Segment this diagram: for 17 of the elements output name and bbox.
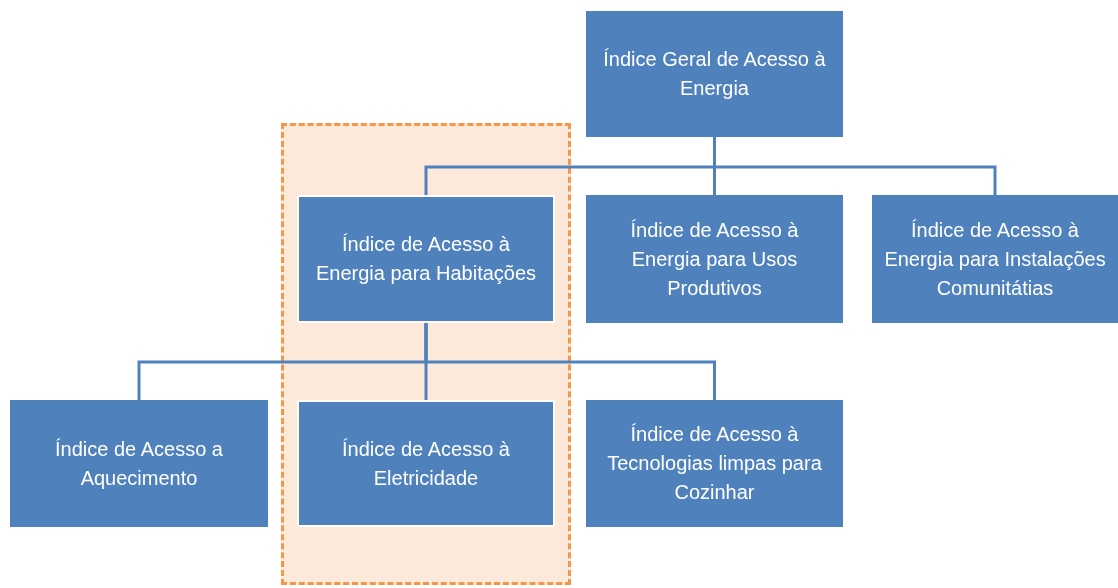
process-box (297, 195, 555, 323)
process-box (10, 400, 268, 527)
box-label: Índice de Acesso à Eletricidade (341, 436, 511, 491)
box-label: Índice de Acesso a Aquecimento (54, 436, 224, 491)
process-box (586, 11, 843, 137)
connector-line (424, 323, 716, 400)
box-label: Índice de Acesso à Tecnologias limpas para Cozinhar (606, 422, 823, 505)
box-label: Índice de Acesso à Energia para Instalações Comunitátias (883, 217, 1107, 301)
box-label: Índice de Acesso à Energia para Habitações (314, 232, 538, 286)
process-box (297, 400, 555, 527)
box-label: Índice de Acesso à Energia para Usos Produtivos (629, 217, 800, 301)
connector-line (713, 137, 997, 195)
process-box (586, 195, 843, 323)
process-box (872, 195, 1118, 323)
box-label: Índice Geral de Acesso à Energia (602, 47, 827, 101)
highlight-frame (281, 123, 571, 585)
process-box (586, 400, 843, 527)
